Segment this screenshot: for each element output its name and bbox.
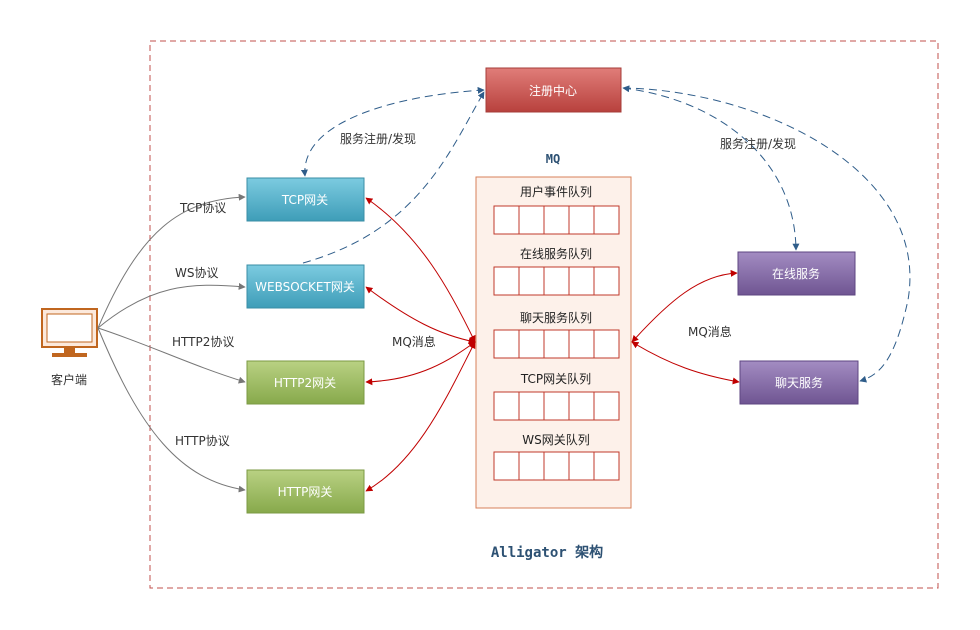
registry-label: 注册中心 [529,83,577,98]
chat-service-node[interactable] [739,360,859,405]
mq-edge-online [631,269,738,343]
ws-protocol-label: WS协议 [175,265,218,280]
websocket-gateway-node[interactable] [246,264,365,309]
tcp-protocol-label: TCP协议 [179,200,226,215]
mq-edge-tcp [365,197,476,343]
mq-message-label-right: MQ消息 [688,324,732,339]
ws-protocol-edge [97,282,246,329]
http2-protocol-edge [97,327,246,384]
mq-title: MQ [546,152,560,166]
http2-gateway-label: HTTP2网关 [274,376,336,390]
websocket-gateway-label: WEBSOCKET网关 [255,280,355,294]
queue-bar-online-service [493,266,620,296]
discovery-edge-chat [622,87,911,383]
registry-node[interactable] [485,67,622,113]
diagram-title: Alligator 架构 [491,544,603,561]
queue-bar-chat-service [493,329,620,359]
tcp-gateway-node[interactable] [246,177,365,222]
queue-bar-user-events [493,205,620,235]
tcp-protocol-edge [97,193,246,329]
chat-service-label: 聊天服务 [775,375,823,390]
http-protocol-label: HTTP协议 [175,433,230,448]
http-gateway-label: HTTP网关 [278,485,333,499]
http-protocol-edge [97,327,246,493]
client-label: 客户端 [51,372,87,387]
queue-bar-tcp-gateway [493,391,620,421]
register-discover-label-right: 服务注册/发现 [720,136,796,151]
queue-label: 在线服务队列 [520,246,592,261]
http2-gateway-node[interactable] [246,360,365,405]
monitor-icon [41,308,98,357]
queue-label: WS网关队列 [522,432,589,447]
mq-message-label-left: MQ消息 [392,334,436,349]
http2-protocol-label: HTTP2协议 [172,334,234,349]
mq-edge-ws [365,286,476,345]
system-boundary [149,40,939,589]
queue-label: 用户事件队列 [520,184,592,199]
register-discover-label-left: 服务注册/发现 [340,131,416,146]
discovery-edge-ws [302,91,485,264]
queue-label: 聊天服务队列 [520,310,592,325]
tcp-gateway-label: TCP网关 [281,193,328,207]
mq-edge-chat [631,341,740,385]
http-gateway-node[interactable] [246,469,365,514]
mq-edge-http [365,341,476,492]
online-service-node[interactable] [737,251,856,296]
discovery-edge-tcp [300,86,485,177]
queue-label: TCP网关队列 [520,371,591,386]
queue-bar-ws-gateway [493,451,620,481]
online-service-label: 在线服务 [772,266,820,281]
discovery-edge-online [622,85,800,251]
